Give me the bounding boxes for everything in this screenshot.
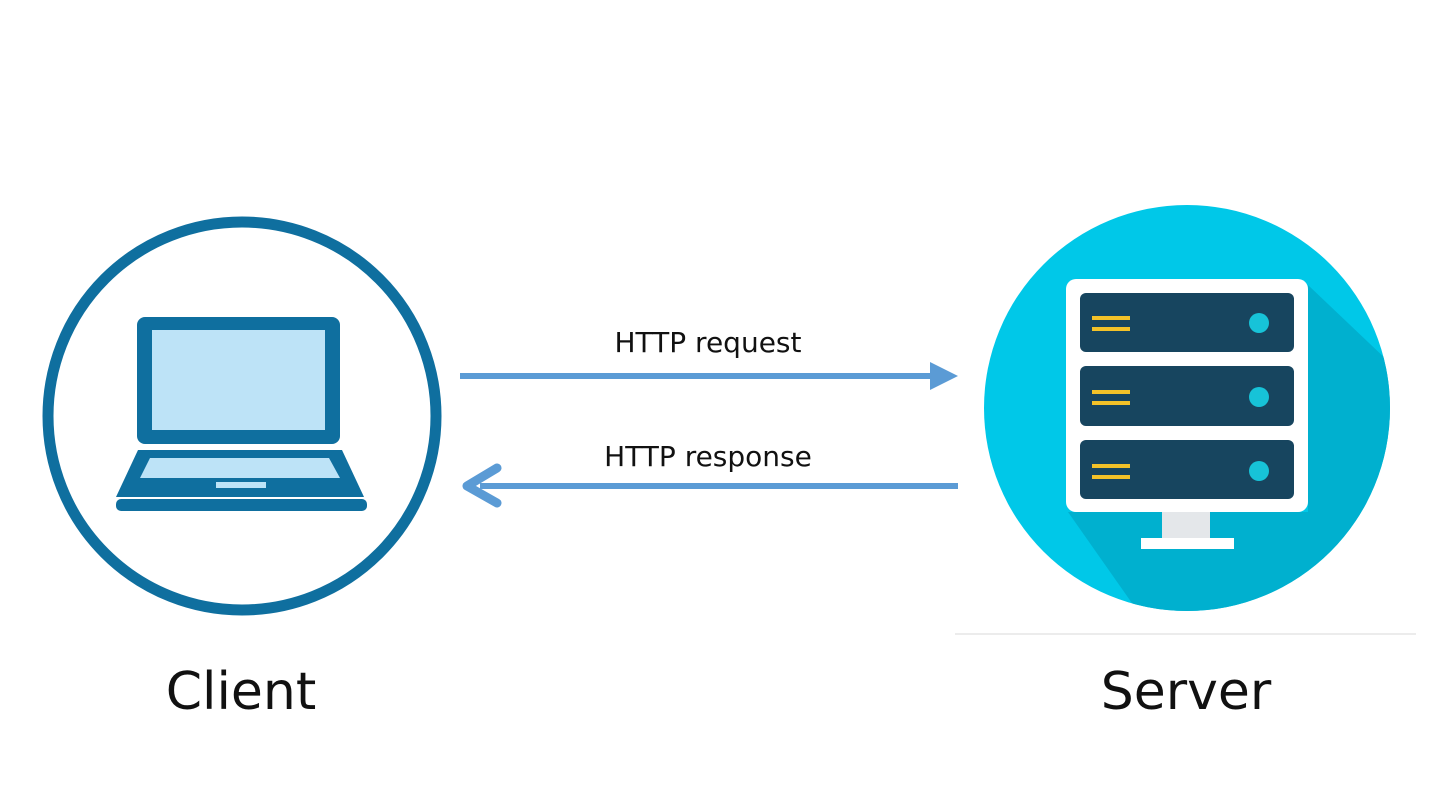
client-label: Client (165, 662, 317, 722)
client-node (42, 216, 442, 616)
request-label: HTTP request (614, 326, 802, 359)
server-label: Server (1100, 662, 1272, 722)
response-arrow (462, 463, 958, 508)
server-rack-icon (1066, 279, 1308, 549)
laptop-icon (116, 317, 367, 511)
request-arrow (460, 362, 958, 390)
server-node (955, 205, 1416, 635)
response-label: HTTP response (604, 440, 812, 473)
